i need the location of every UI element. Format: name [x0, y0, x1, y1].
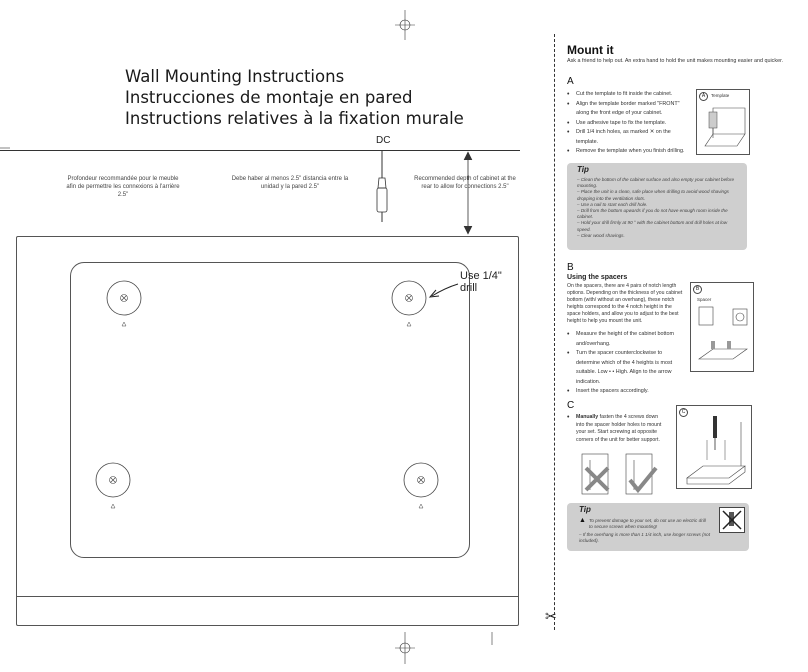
- note-english: Recommended depth of cabinet at the rear…: [414, 176, 516, 190]
- figure-b-label: Spacer: [697, 297, 712, 302]
- section-b-step-1: Measure the height of the cabinet bottom…: [567, 330, 687, 349]
- tip-1-line-5: – Hold your drill firmly at 90 ° with th…: [577, 220, 728, 232]
- section-b-list: Measure the height of the cabinet bottom…: [567, 330, 687, 397]
- section-b-step-3: Insert the spacers accordingly.: [567, 387, 687, 397]
- section-c-body: fasten the 4 screws down into the spacer…: [576, 414, 662, 443]
- template-drill-drawing: [704, 107, 746, 147]
- mount-intro: Ask a friend to help out. An extra hand …: [567, 58, 784, 64]
- section-c-bullet: •: [567, 414, 570, 421]
- dc-label: DC: [376, 135, 391, 146]
- tip-1-title: Tip: [577, 165, 589, 174]
- warning-icon: ▲: [579, 517, 586, 524]
- screw-holes: [95, 280, 459, 509]
- section-b-subtitle: Using the spacers: [567, 274, 628, 281]
- tip-2-line-1: To prevent damage to your set, do not us…: [589, 518, 706, 530]
- spacer-drawing: [698, 306, 748, 360]
- cut-line: [554, 34, 555, 630]
- section-c-letter: C: [567, 400, 575, 411]
- screw-hole-top-left: [106, 280, 142, 327]
- section-a-list: Cut the template to fit inside the cabin…: [567, 90, 687, 157]
- tip-1-line-3: – Use a nail to start each drill hole.: [577, 201, 648, 207]
- no-drill-symbol: [722, 510, 742, 530]
- section-c-lead: Manually: [576, 414, 599, 420]
- unit-inner-panel: [70, 262, 470, 558]
- section-a-step-5: Remove the template when you finish dril…: [567, 147, 687, 157]
- spacer-orientation-drawing: [581, 453, 658, 495]
- tip-1-line-1: – Clean the bottom of the cabinet surfac…: [577, 177, 735, 189]
- dc-plug-drawing: [376, 150, 388, 222]
- section-b-intro: On the spacers, there are 4 pairs of not…: [567, 283, 683, 324]
- screw-fastening-drawing: [686, 416, 746, 485]
- screw-hole-bottom-left: [95, 462, 131, 509]
- unit-outline: [16, 236, 519, 626]
- section-a-figure: A Template: [696, 89, 750, 155]
- section-b-letter: B: [567, 262, 574, 273]
- section-a-step-3: Use adhesive tape to fix the template.: [567, 119, 687, 129]
- wall-line: [0, 150, 520, 151]
- drill-arrow: [428, 283, 459, 298]
- mount-title: Mount it: [567, 43, 614, 57]
- screw-hole-top-right: [391, 280, 427, 327]
- tip-box-2: Tip ▲ To prevent damage to your set, do …: [567, 503, 749, 551]
- no-drill-icon: [719, 507, 745, 533]
- screw-hole-bottom-right: [403, 462, 439, 509]
- section-a-step-2: Align the template border marked "FRONT"…: [567, 100, 687, 119]
- tip-1-line-4: – Drill from the bottom upwards if you d…: [577, 208, 728, 220]
- depth-dimension-arrow: [463, 151, 473, 235]
- section-c-figure: C: [676, 405, 752, 489]
- drill-label: Use 1/4" drill: [460, 270, 502, 294]
- section-a-letter: A: [567, 76, 574, 87]
- section-a-step-1: Cut the template to fit inside the cabin…: [567, 90, 687, 100]
- figure-b-letter-icon: B: [693, 285, 702, 294]
- title-french: Instructions relatives à la fixation mur…: [125, 109, 464, 128]
- figure-a-label: Template: [711, 93, 730, 98]
- section-b-figure: B Spacer: [690, 282, 754, 372]
- tip-1-line-2: – Place the unit in a clean, safe place …: [577, 189, 729, 201]
- tip-1-line-6: – Clear wood shavings.: [577, 232, 625, 238]
- unit-base-line: [16, 596, 519, 597]
- section-a-step-4: Drill 1/4 inch holes, as marked ✕ on the…: [567, 128, 687, 147]
- section-b-step-2: Turn the spacer counterclockwise to dete…: [567, 349, 687, 387]
- title-spanish: Instrucciones de montaje en pared: [125, 88, 413, 107]
- section-c-text: • Manually fasten the 4 screws down into …: [567, 414, 667, 444]
- figure-c-letter-icon: C: [679, 408, 688, 417]
- note-spanish: Debe haber al menos 2.5" distancia entre…: [231, 176, 349, 190]
- tip-2-title: Tip: [579, 505, 591, 514]
- scissors-icon: ✂: [545, 608, 557, 624]
- figure-a-letter-icon: A: [699, 92, 708, 101]
- tip-box-1: Tip – Clean the bottom of the cabinet su…: [567, 163, 747, 250]
- note-french: Profondeur recommandée pour le meuble af…: [66, 176, 180, 198]
- title-english: Wall Mounting Instructions: [125, 67, 345, 86]
- tip-2-line-2: – If the overhang is more than 1 1/4 inc…: [579, 532, 710, 544]
